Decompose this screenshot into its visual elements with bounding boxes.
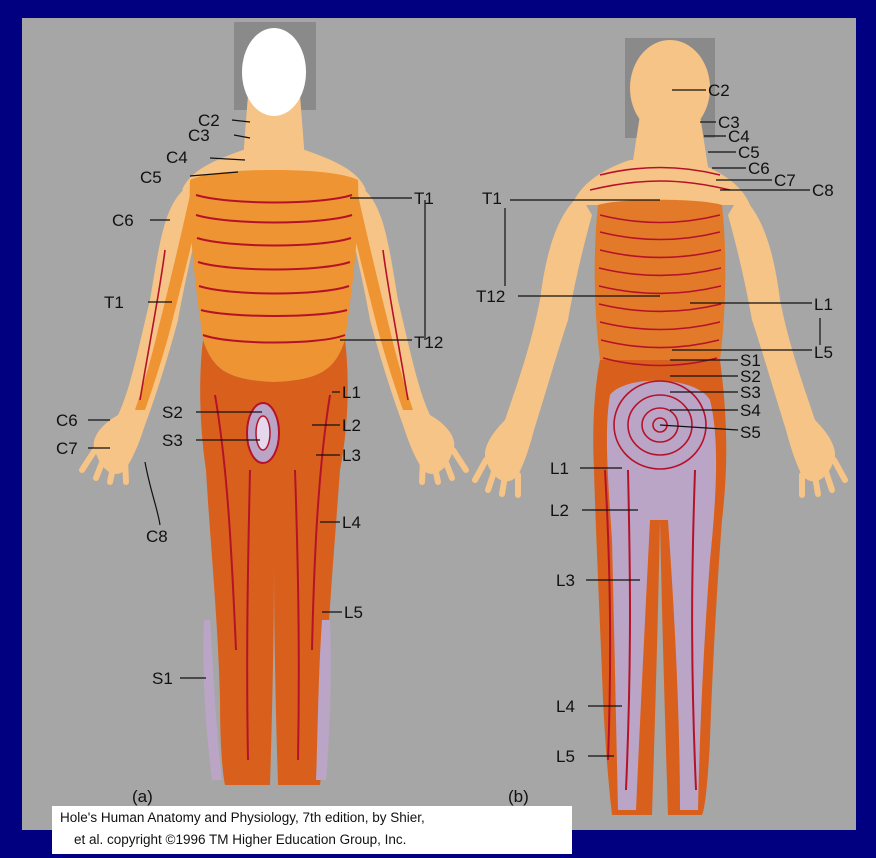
front-figure: [82, 22, 466, 785]
front-label-c3: C3: [188, 126, 210, 145]
caption-line-1: Hole's Human Anatomy and Physiology, 7th…: [60, 810, 425, 825]
caption-box: Hole's Human Anatomy and Physiology, 7th…: [52, 806, 572, 854]
front-label-t1-arm: T1: [104, 293, 124, 312]
panel-label-b: (b): [508, 787, 529, 806]
front-label-c5: C5: [140, 168, 162, 187]
front-label-c4: C4: [166, 148, 188, 167]
back-label-c2: C2: [708, 81, 730, 100]
front-label-l5: L5: [344, 603, 363, 622]
back-label-t12: T12: [476, 287, 505, 306]
back-figure: [475, 38, 845, 815]
front-label-c6-hand: C6: [56, 411, 78, 430]
front-label-s2: S2: [162, 403, 183, 422]
front-label-t1-trunk: T1: [414, 189, 434, 208]
back-label-s3: S3: [740, 383, 761, 402]
back-label-l5-upper: L5: [814, 343, 833, 362]
front-label-l1: L1: [342, 383, 361, 402]
back-label-s5: S5: [740, 423, 761, 442]
front-label-c6: C6: [112, 211, 134, 230]
back-label-t1: T1: [482, 189, 502, 208]
front-label-s1: S1: [152, 669, 173, 688]
back-label-c6: C6: [748, 159, 770, 178]
front-label-c8: C8: [146, 527, 168, 546]
panel-label-a: (a): [132, 787, 153, 806]
front-label-c7: C7: [56, 439, 78, 458]
back-label-l1-upper: L1: [814, 295, 833, 314]
front-label-t12: T12: [414, 333, 443, 352]
caption-line-2: et al. copyright ©1996 TM Higher Educati…: [74, 832, 406, 847]
back-label-l2: L2: [550, 501, 569, 520]
back-label-c7: C7: [774, 171, 796, 190]
back-label-l5-leg: L5: [556, 747, 575, 766]
back-label-c8: C8: [812, 181, 834, 200]
back-label-l4: L4: [556, 697, 575, 716]
back-label-s4: S4: [740, 401, 761, 420]
back-label-l1-leg: L1: [550, 459, 569, 478]
back-label-l3: L3: [556, 571, 575, 590]
front-label-l4: L4: [342, 513, 361, 532]
front-label-l3: L3: [342, 446, 361, 465]
front-label-s3: S3: [162, 431, 183, 450]
front-label-l2: L2: [342, 416, 361, 435]
